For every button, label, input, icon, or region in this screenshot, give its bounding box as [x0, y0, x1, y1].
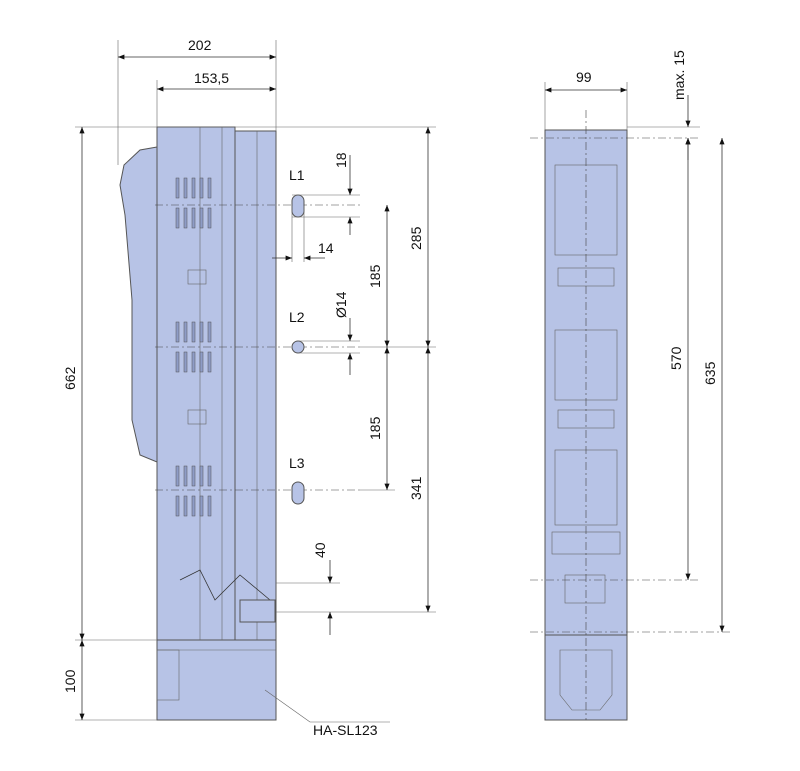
dim-l1-l2: 185	[367, 264, 383, 288]
vent-slots	[175, 177, 212, 517]
dim-slot-length: 18	[333, 152, 349, 168]
terminal-l3	[291, 481, 305, 505]
dim-hole-diameter: Ø14	[333, 291, 349, 318]
dim-max-top: max. 15	[671, 50, 687, 100]
dim-slot-offset: 14	[318, 240, 334, 256]
side-view: L1 L2 L3 202 153,5 662 100 285 185 185 3…	[62, 37, 436, 738]
phase-label-l2: L2	[289, 309, 305, 325]
front-view: 99 max. 15 570 635	[530, 50, 730, 721]
terminal-l1	[291, 194, 305, 218]
phase-label-l3: L3	[289, 455, 305, 471]
dim-width-overall: 202	[188, 37, 212, 53]
dim-285: 285	[408, 226, 424, 250]
dim-bottom-offset: 40	[312, 542, 328, 558]
side-base	[156, 639, 277, 721]
dim-341: 341	[408, 476, 424, 500]
terminal-l2	[291, 340, 305, 354]
dim-front-width: 99	[576, 69, 592, 85]
phase-label-l1: L1	[289, 167, 305, 183]
base-label: HA-SL123	[313, 722, 378, 738]
dim-570: 570	[668, 346, 684, 370]
side-body	[156, 126, 236, 641]
dim-height-main: 662	[62, 366, 78, 390]
dim-width-body: 153,5	[194, 70, 229, 86]
side-cover	[119, 146, 158, 463]
dim-l2-l3: 185	[367, 416, 383, 440]
side-contact-block	[234, 130, 277, 641]
dim-height-base: 100	[62, 669, 78, 693]
dim-635: 635	[702, 361, 718, 385]
